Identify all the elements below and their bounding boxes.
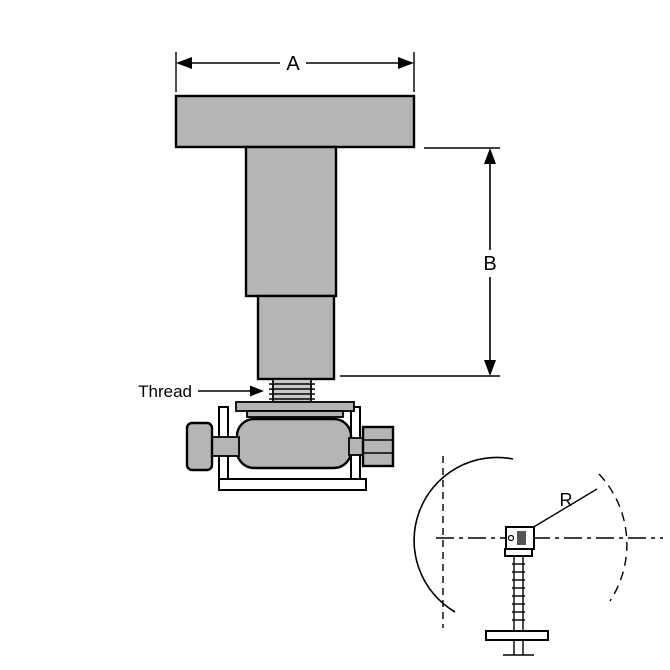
thread-callout: Thread	[138, 382, 264, 401]
dim-a: A	[175, 52, 415, 92]
workpiece-arc	[413, 456, 514, 613]
inset-clamp-base	[485, 630, 549, 656]
inset-clamp-head	[504, 526, 535, 557]
shaft-lower-section	[256, 294, 336, 381]
clamp-head-insert	[517, 531, 526, 545]
swing-radius-arc	[598, 473, 628, 602]
dim-a-label: A	[286, 53, 300, 75]
dim-a-arrow-left-icon	[176, 57, 192, 69]
clamp-shaft	[244, 145, 338, 298]
swivel-washer	[235, 401, 355, 412]
bracket-base	[218, 478, 367, 491]
dim-b-label: B	[483, 253, 496, 275]
inset-clamp-screw	[512, 556, 525, 631]
dim-b-arrow-top-icon	[484, 148, 496, 164]
left-knob	[185, 421, 214, 472]
t-handle-clamp-assembly	[174, 94, 416, 491]
dim-b: B	[340, 147, 500, 377]
swivel-body	[235, 417, 353, 470]
left-knob-stem	[210, 436, 240, 457]
swivel-washer-lower	[246, 410, 344, 418]
thread-label: Thread	[138, 382, 192, 401]
dim-b-arrow-bottom-icon	[484, 360, 496, 376]
hex-nut	[361, 425, 395, 468]
radius-label: R	[560, 490, 573, 510]
clamp-collar	[504, 548, 533, 557]
t-handle-bar	[174, 94, 416, 149]
dim-a-arrow-right-icon	[398, 57, 414, 69]
pivot-point-icon	[507, 534, 515, 542]
thread-arrow-icon	[250, 385, 264, 397]
radius-line	[526, 488, 598, 532]
inset-swing-diagram: R	[413, 456, 663, 656]
